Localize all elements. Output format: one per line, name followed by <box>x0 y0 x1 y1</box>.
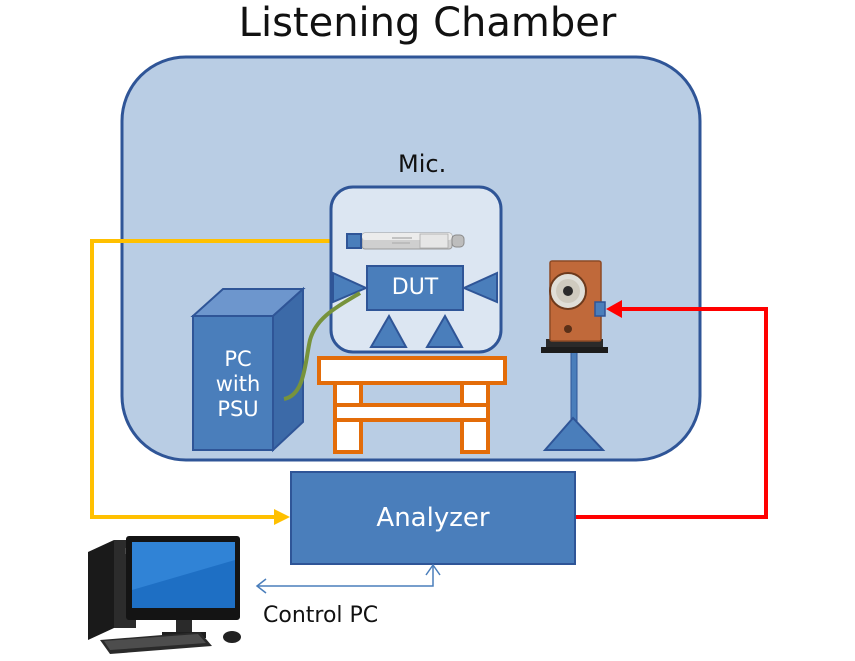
speaker-cable <box>575 307 768 519</box>
speaker-connector <box>594 301 606 317</box>
mic-label: Mic. <box>398 150 447 178</box>
pc-label-line: PC <box>224 347 252 371</box>
analyzer-box <box>290 471 576 565</box>
mic-cable <box>90 239 347 519</box>
control-pc-label: Control PC <box>263 603 379 628</box>
psu-cable <box>283 291 362 401</box>
pc-with-psu-box <box>190 286 306 453</box>
pc-label-line: PSU <box>217 397 259 421</box>
speaker-cable-arrowhead <box>606 300 622 318</box>
control-link <box>258 566 434 587</box>
dut-clamp-right <box>461 271 498 304</box>
dut-label: DUT <box>391 275 439 300</box>
dut-support-right <box>425 313 464 348</box>
desktop-computer-icon <box>88 536 241 654</box>
microphone-icon <box>361 232 465 250</box>
speaker-icon <box>541 260 608 451</box>
mic-cable-arrowhead <box>274 509 290 525</box>
pc-label-line: with <box>215 372 261 396</box>
pc-with-psu-label: PC with PSU <box>193 347 283 422</box>
control-link-arrowhead-up <box>425 563 441 576</box>
table <box>317 356 507 454</box>
mic-connector <box>346 233 362 249</box>
dut-clamp-left <box>332 271 369 304</box>
control-link-arrowhead-left <box>255 578 267 594</box>
dut-support-left <box>369 313 408 348</box>
diagram-title: Listening Chamber <box>238 0 617 46</box>
analyzer-label: Analyzer <box>376 503 490 533</box>
